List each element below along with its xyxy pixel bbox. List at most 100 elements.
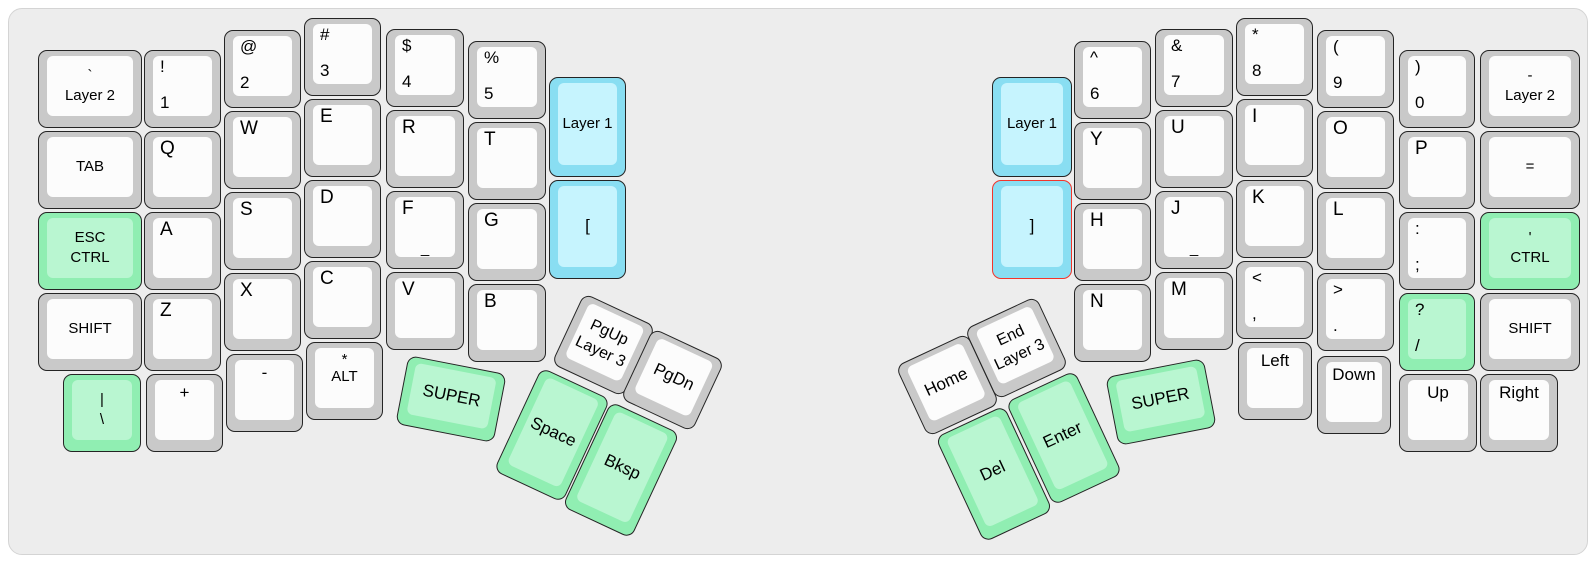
key-r[interactable]: R xyxy=(386,110,464,188)
key-right-arrow[interactable]: Right xyxy=(1480,374,1558,452)
key-s[interactable]: S xyxy=(224,192,301,270)
key-grave-layer2[interactable]: `Layer 2 xyxy=(38,50,142,128)
key-s-label: S xyxy=(240,199,253,220)
key-pipe-backslash[interactable]: |\ xyxy=(63,374,141,452)
key-3[interactable]: #3 xyxy=(304,18,381,96)
key-2-face: @2 xyxy=(233,36,292,96)
key-plus[interactable]: + xyxy=(146,374,223,452)
key-e[interactable]: E xyxy=(304,99,381,177)
key-shift-right-face: SHIFT xyxy=(1489,299,1571,359)
key-3-face: #3 xyxy=(313,24,372,84)
key-k-face: K xyxy=(1245,186,1304,246)
key-down-arrow[interactable]: Down xyxy=(1317,356,1391,434)
key-left-arrow-face: Left xyxy=(1247,348,1303,408)
key-up-arrow[interactable]: Up xyxy=(1399,374,1477,452)
key-quote-ctrl[interactable]: 'CTRL xyxy=(1480,212,1580,290)
key-layer1-right[interactable]: Layer 1 xyxy=(992,77,1072,177)
key-g[interactable]: G xyxy=(468,203,546,281)
key-minus-layer2-label: Layer 2 xyxy=(1504,87,1556,104)
key-1[interactable]: !1 xyxy=(144,50,221,128)
key-9-label: 9 xyxy=(1333,73,1343,92)
key-b[interactable]: B xyxy=(468,284,546,362)
key-star-alt[interactable]: *ALT xyxy=(306,342,383,420)
key-v[interactable]: V xyxy=(386,272,464,350)
key-plus-label: + xyxy=(179,383,190,402)
key-k[interactable]: K xyxy=(1236,180,1313,258)
key-y[interactable]: Y xyxy=(1074,122,1151,200)
key-layer1-left[interactable]: Layer 1 xyxy=(549,77,626,177)
key-minus-left-face: - xyxy=(235,360,294,420)
key-8[interactable]: *8 xyxy=(1236,18,1313,96)
key-5-label: % xyxy=(484,48,500,67)
key-pipe-backslash-face: |\ xyxy=(72,380,132,440)
key-i[interactable]: I xyxy=(1236,99,1313,177)
key-f[interactable]: F_ xyxy=(386,191,464,269)
key-p-face: P xyxy=(1408,137,1466,197)
key-3-label: 3 xyxy=(320,61,330,80)
key-5[interactable]: %5 xyxy=(468,41,546,119)
key-pipe-backslash-label: \ xyxy=(99,411,105,428)
key-c[interactable]: C xyxy=(304,261,381,339)
key-a[interactable]: A xyxy=(144,212,221,290)
key-comma[interactable]: <, xyxy=(1236,261,1313,339)
key-p[interactable]: P xyxy=(1399,131,1475,209)
key-grave-layer2-label: ` xyxy=(87,67,93,84)
key-4-label: $ xyxy=(402,36,412,55)
key-minus-left[interactable]: - xyxy=(226,354,303,432)
key-super-right[interactable]: SUPER xyxy=(1105,358,1217,446)
key-w[interactable]: W xyxy=(224,111,301,189)
key-0-face: )0 xyxy=(1408,56,1466,116)
key-l[interactable]: L xyxy=(1317,192,1394,270)
key-5-face: %5 xyxy=(477,47,537,107)
key-h[interactable]: H xyxy=(1074,203,1151,281)
key-super-left[interactable]: SUPER xyxy=(395,355,507,443)
key-tab[interactable]: TAB xyxy=(38,131,142,209)
key-left-arrow[interactable]: Left xyxy=(1238,342,1312,420)
key-o[interactable]: O xyxy=(1317,111,1394,189)
key-rbracket[interactable]: ] xyxy=(992,180,1072,279)
key-u[interactable]: U xyxy=(1155,110,1233,188)
key-period-label: > xyxy=(1333,280,1343,299)
key-6[interactable]: ^6 xyxy=(1074,41,1151,119)
key-0[interactable]: )0 xyxy=(1399,50,1475,128)
key-j[interactable]: J_ xyxy=(1155,191,1233,269)
key-home-label: Home xyxy=(920,363,970,400)
key-lbracket[interactable]: [ xyxy=(549,180,626,279)
key-shift-left[interactable]: SHIFT xyxy=(38,293,142,371)
key-7[interactable]: &7 xyxy=(1155,29,1233,107)
key-up-arrow-face: Up xyxy=(1408,380,1468,440)
key-t[interactable]: T xyxy=(468,122,546,200)
key-f-homing-bar: _ xyxy=(420,240,430,257)
key-5-label: 5 xyxy=(484,84,494,103)
key-shift-right[interactable]: SHIFT xyxy=(1480,293,1580,371)
key-semicolon[interactable]: :; xyxy=(1399,212,1475,290)
key-comma-face: <, xyxy=(1245,267,1304,327)
key-super-left-label: SUPER xyxy=(421,380,483,411)
key-1-face: !1 xyxy=(153,56,212,116)
key-4[interactable]: $4 xyxy=(386,29,464,107)
key-2[interactable]: @2 xyxy=(224,30,301,108)
key-g-label: G xyxy=(484,210,499,231)
key-super-left-face: SUPER xyxy=(406,362,497,430)
key-n[interactable]: N xyxy=(1074,284,1151,362)
key-equals[interactable]: = xyxy=(1480,131,1580,209)
key-slash[interactable]: ?/ xyxy=(1399,293,1475,371)
key-4-face: $4 xyxy=(395,35,455,95)
key-layer1-right-label: Layer 1 xyxy=(1006,115,1058,132)
key-z[interactable]: Z xyxy=(144,293,221,371)
key-8-label: 8 xyxy=(1252,61,1262,80)
key-0-label: ) xyxy=(1415,57,1421,76)
key-o-label: O xyxy=(1333,118,1348,139)
key-q[interactable]: Q xyxy=(144,131,221,209)
key-rbracket-label: ] xyxy=(1029,216,1035,236)
key-x[interactable]: X xyxy=(224,273,301,351)
key-9[interactable]: (9 xyxy=(1317,30,1394,108)
key-d[interactable]: D xyxy=(304,180,381,258)
key-8-label: * xyxy=(1252,25,1259,44)
key-m[interactable]: M xyxy=(1155,272,1233,350)
key-period[interactable]: >. xyxy=(1317,273,1394,351)
key-y-face: Y xyxy=(1083,128,1142,188)
key-minus-layer2[interactable]: -Layer 2 xyxy=(1480,50,1580,128)
